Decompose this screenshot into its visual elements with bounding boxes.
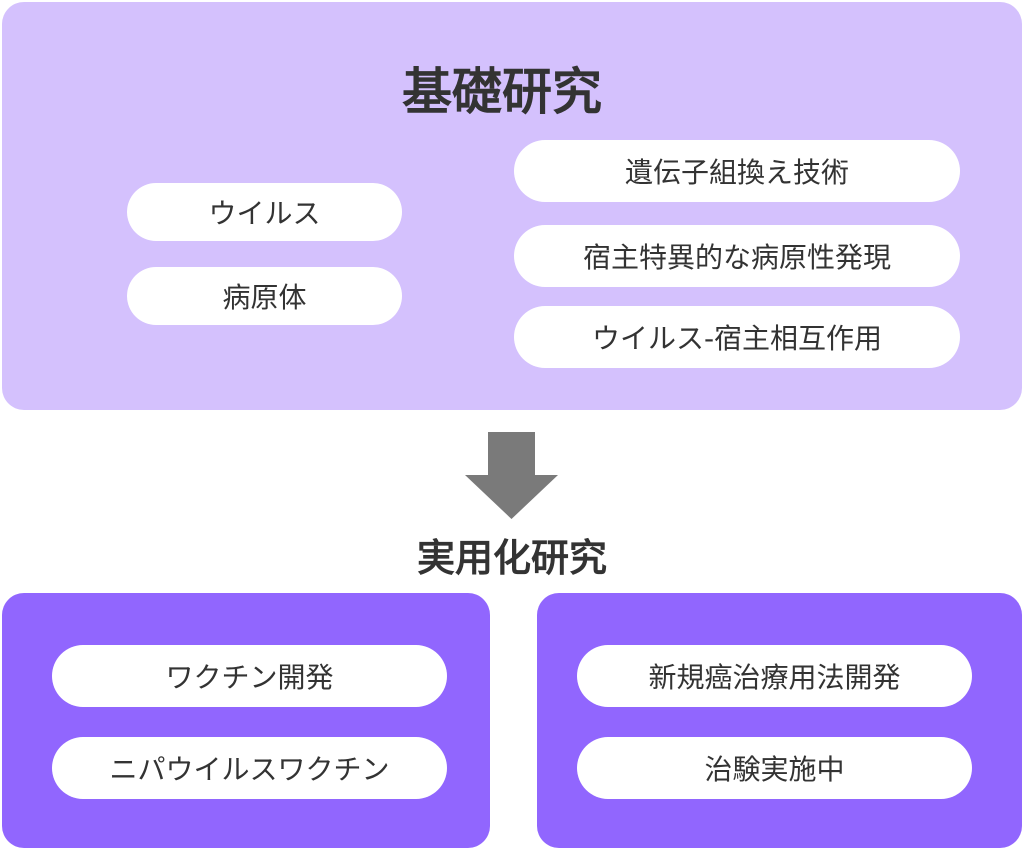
down-arrow-icon xyxy=(465,432,558,519)
topic-pill: ウイルス-宿主相互作用 xyxy=(514,306,960,368)
basic-research-title: 基礎研究 xyxy=(402,63,602,121)
topic-pill: 遺伝子組換え技術 xyxy=(514,140,960,202)
cancer-therapy-panel xyxy=(537,593,1022,848)
topic-pill: 宿主特異的な病原性発現 xyxy=(514,225,960,287)
vaccine-panel xyxy=(2,593,490,848)
applied-research-title: 実用化研究 xyxy=(416,536,607,580)
topic-pill: ワクチン開発 xyxy=(52,645,447,707)
topic-pill: 病原体 xyxy=(127,267,402,325)
topic-pill: 新規癌治療用法開発 xyxy=(577,645,972,707)
topic-pill: ニパウイルスワクチン xyxy=(52,737,447,799)
topic-pill: ウイルス xyxy=(127,183,402,241)
topic-pill: 治験実施中 xyxy=(577,737,972,799)
